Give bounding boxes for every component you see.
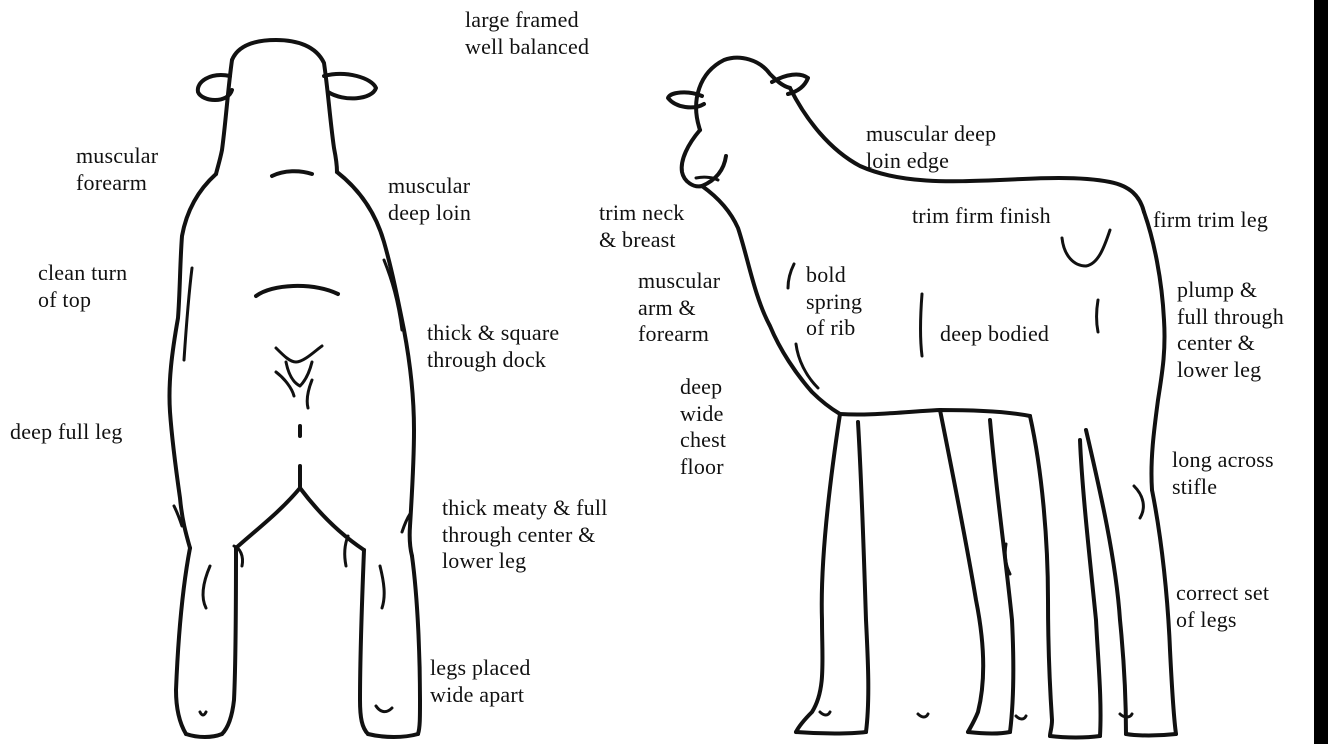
label-muscular-forearm: muscular forearm xyxy=(76,143,158,196)
label-firm-trim-leg: firm trim leg xyxy=(1153,207,1268,234)
label-muscular-deep-loin: muscular deep loin xyxy=(388,173,471,226)
label-deep-wide-chest: deep wide chest floor xyxy=(680,374,726,480)
label-plump-full: plump & full through center & lower leg xyxy=(1177,277,1284,383)
label-thick-meaty: thick meaty & full through center & lowe… xyxy=(442,495,608,575)
label-clean-turn-of-top: clean turn of top xyxy=(38,260,127,313)
label-trim-neck-breast: trim neck & breast xyxy=(599,200,685,253)
label-trim-firm-finish: trim firm finish xyxy=(912,203,1051,230)
label-correct-set-of-legs: correct set of legs xyxy=(1176,580,1269,633)
label-bold-spring-of-rib: bold spring of rib xyxy=(806,262,862,342)
label-long-across-stifle: long across stifle xyxy=(1172,447,1274,500)
label-legs-wide-apart: legs placed wide apart xyxy=(430,655,531,708)
label-muscular-arm-forearm: muscular arm & forearm xyxy=(638,268,720,348)
label-large-framed: large framed well balanced xyxy=(465,7,589,60)
label-muscular-deep-loin-edge: muscular deep loin edge xyxy=(866,121,996,174)
label-deep-full-leg: deep full leg xyxy=(10,419,123,446)
rear-view-lamb xyxy=(169,40,420,737)
label-deep-bodied: deep bodied xyxy=(940,321,1049,348)
label-thick-square-dock: thick & square through dock xyxy=(427,320,559,373)
